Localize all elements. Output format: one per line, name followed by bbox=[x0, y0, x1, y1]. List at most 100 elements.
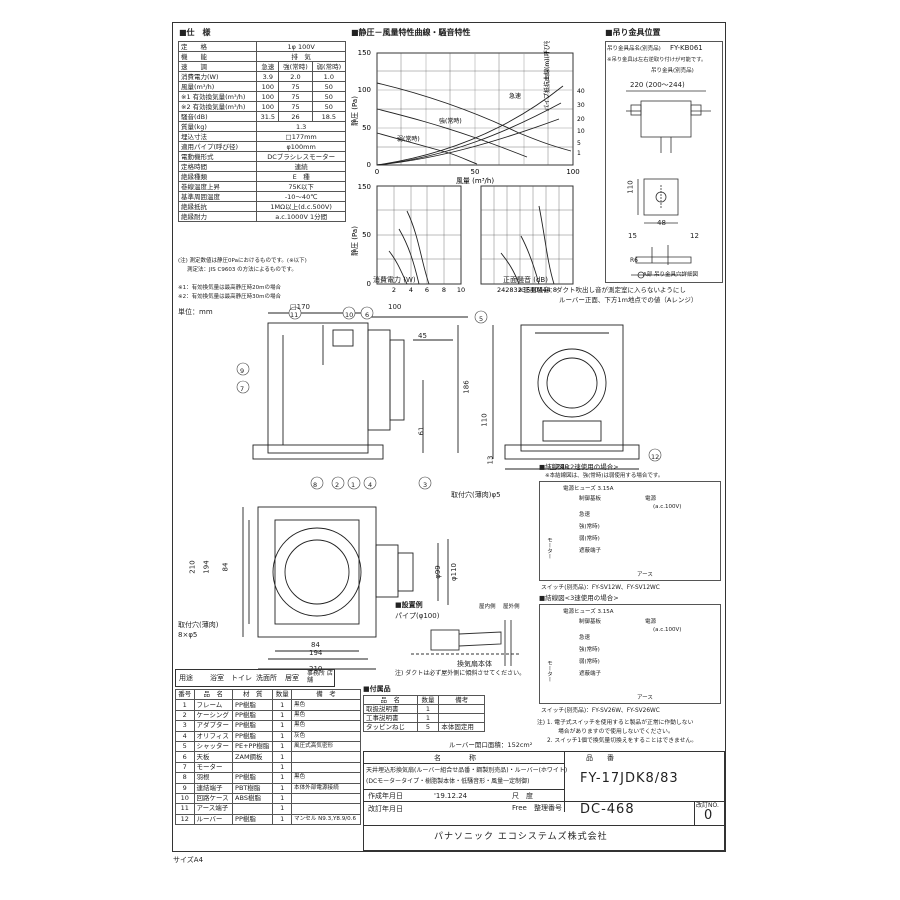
parts-cell: 1 bbox=[272, 751, 292, 763]
callout-1: 1 bbox=[351, 481, 356, 489]
curve-label-rapid: 急速 bbox=[509, 92, 521, 100]
spec-value: 1.0 bbox=[311, 71, 347, 82]
tb-company: パナソニック エコシステムズ株式会社 bbox=[434, 832, 608, 842]
parts-cell: PP樹脂 bbox=[232, 709, 274, 722]
dim-side-61: 61 bbox=[417, 426, 426, 436]
spec-item: 機 能 bbox=[177, 51, 258, 62]
spec-item: 基準周囲温度 bbox=[177, 191, 258, 202]
acc-cell: 1 bbox=[416, 704, 440, 714]
spec-item: 巻線温度上昇 bbox=[177, 181, 258, 192]
parts-cell: 4 bbox=[175, 730, 195, 742]
parts-cell: ルーバー bbox=[193, 813, 234, 826]
dim-front-240: □240 bbox=[549, 463, 569, 471]
wiring-fuse-2: 電源ヒューズ 3.15A bbox=[563, 609, 614, 615]
parts-cell: 1 bbox=[272, 709, 292, 722]
spec-row: 質量(kg)1.3 bbox=[177, 121, 346, 132]
usage-office: 事務所 店舗 bbox=[307, 670, 333, 684]
y-tick-50: 50 bbox=[362, 124, 371, 132]
dim-side-186: 186 bbox=[462, 380, 471, 394]
install-note: 注) ダクトは必ず屋外側に傾斜させてください。 bbox=[395, 670, 526, 677]
wiring-power-2: 電源 bbox=[645, 619, 657, 625]
parts-cell bbox=[232, 761, 274, 774]
usage-washroom: 洗面所 bbox=[256, 674, 277, 682]
parts-cell bbox=[290, 751, 362, 763]
callout-8: 8 bbox=[313, 481, 318, 489]
wiring-power-1: 電源 bbox=[645, 496, 657, 502]
parts-cell: 8 bbox=[175, 772, 195, 784]
parts-cell: オリフィス bbox=[193, 730, 234, 742]
spec-value: E 種 bbox=[256, 171, 346, 182]
spec-item: 速 調 bbox=[177, 61, 258, 72]
tb-rev: 0 bbox=[704, 808, 714, 823]
parts-cell: 1 bbox=[272, 782, 292, 794]
y2-label: 静圧 (Pa) bbox=[350, 226, 359, 256]
parts-cell: PP樹脂 bbox=[232, 772, 274, 784]
wiring-caution-2: 場合がありますので使用しないでください。 bbox=[558, 729, 674, 735]
parts-cell: 1 bbox=[272, 761, 292, 774]
spec-value: 50 bbox=[311, 101, 347, 112]
wiring-shield-1: 遮蔽端子 bbox=[579, 548, 602, 554]
callout-7: 7 bbox=[240, 385, 245, 393]
spec-value: 18.5 bbox=[311, 111, 347, 122]
dim-plan-110: φ110 bbox=[449, 563, 458, 581]
parts-cell: 本体外部電源接続 bbox=[290, 782, 362, 794]
wiring-strong-1: 強(常時) bbox=[579, 524, 600, 530]
wiring-shield-2: 遮蔽端子 bbox=[579, 671, 602, 677]
spec-item: 適用パイプ(呼び径) bbox=[177, 141, 258, 152]
callout-2: 2 bbox=[335, 481, 340, 489]
tb-scale-label: 尺 度 bbox=[512, 792, 533, 800]
parts-cell: PP樹脂 bbox=[232, 813, 274, 826]
dimension-drawing bbox=[236, 306, 662, 670]
spec-value: 50 bbox=[311, 81, 347, 92]
chart-heading: ■静圧－風量特性曲線・騒音特性 bbox=[351, 28, 471, 37]
parts-cell: PP樹脂 bbox=[232, 699, 274, 711]
parts-cell: 黒色 bbox=[290, 699, 362, 711]
tb-scale: Free bbox=[512, 804, 527, 812]
tb-name-1: 天井埋込形換気扇(ルーバー組合せ品番・鋼製別売品)・ルーバー(ホワイト) bbox=[366, 767, 568, 774]
spec-item: 質量(kg) bbox=[177, 121, 258, 132]
power-tick-6: 6 bbox=[425, 286, 429, 294]
parts-cell: ZAM鋼板 bbox=[232, 751, 274, 763]
dim-side-110: 110 bbox=[480, 413, 489, 427]
spec-value: 31.5 bbox=[256, 111, 280, 122]
callout-3: 3 bbox=[423, 481, 428, 489]
parts-cell bbox=[290, 792, 362, 805]
parts-cell bbox=[232, 803, 274, 815]
spec-item: 定格時間 bbox=[177, 161, 258, 172]
usage-label: 用途 bbox=[179, 674, 193, 682]
usage-room: 居室 bbox=[285, 674, 299, 682]
chart-note-1: ※正面騒音：ダクト吹出し音が測定室に入らないようにし bbox=[518, 286, 686, 294]
parts-cell: PP樹脂 bbox=[232, 720, 274, 732]
wiring-board-1: 制御基板 bbox=[579, 496, 602, 502]
parts-cell: PBT樹脂 bbox=[232, 782, 274, 794]
parts-cell: 9 bbox=[175, 782, 195, 794]
spec-value: 26 bbox=[278, 111, 313, 122]
parts-cell: 黒色 bbox=[290, 709, 362, 722]
dim-plan-194-v: 194 bbox=[202, 560, 211, 574]
parts-cell: 黒色 bbox=[290, 772, 362, 784]
spec-value: -10〜40℃ bbox=[256, 191, 346, 202]
hanger-drawing bbox=[626, 90, 711, 279]
spec-note-3: ※1：有効換気量は最高静圧時20mの場合 bbox=[178, 285, 281, 291]
y2-tick-150: 150 bbox=[358, 183, 371, 191]
spec-value: 排 気 bbox=[256, 51, 346, 62]
parts-cell: 1 bbox=[272, 803, 292, 815]
acc-cell: 取扱説明書 bbox=[363, 704, 418, 714]
y-tick-150: 150 bbox=[358, 49, 371, 57]
wiring-switch-2: スイッチ(別売品)：FY-SV26W、FY-SV26WC bbox=[541, 708, 660, 714]
x-tick-0: 0 bbox=[375, 168, 379, 176]
parts-cell: PP樹脂 bbox=[232, 730, 274, 742]
